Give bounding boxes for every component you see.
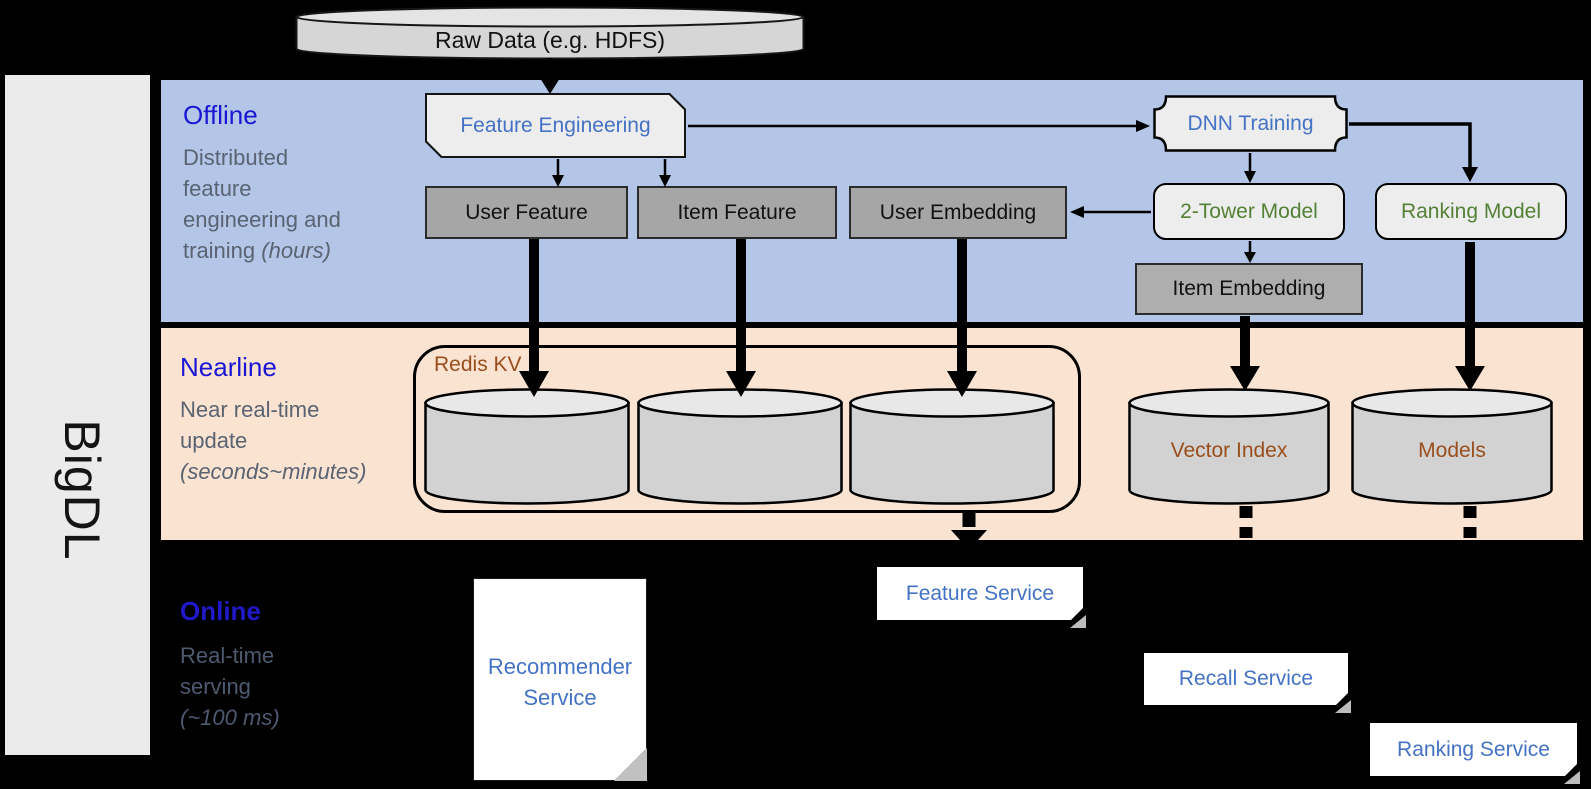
dnn-training-label: DNN Training bbox=[1187, 111, 1314, 135]
offline-desc-line3: engineering and bbox=[183, 207, 341, 232]
nearline-desc-line2: update bbox=[180, 428, 248, 453]
cylinder-shape bbox=[1351, 388, 1553, 505]
raw-data-store: Raw Data (e.g. HDFS) bbox=[295, 6, 805, 60]
redis-shard-cylinder-2 bbox=[637, 388, 843, 505]
feature-engineering-label: Feature Engineering bbox=[427, 95, 684, 156]
redis-kv-label: Redis KV bbox=[434, 353, 522, 376]
offline-title: Offline bbox=[183, 100, 258, 130]
recall-service-node: Recall Service bbox=[1144, 653, 1348, 705]
two-tower-model-node: 2-Tower Model bbox=[1153, 183, 1345, 240]
recommender-service-line1: Recommender bbox=[487, 654, 633, 679]
recommender-service-node: Recommender Service bbox=[473, 578, 647, 781]
cylinder-shape bbox=[295, 6, 805, 60]
redis-shard-cylinder-1 bbox=[424, 388, 630, 505]
nearline-title: Nearline bbox=[180, 352, 277, 382]
cylinder-shape bbox=[1128, 388, 1330, 505]
ranking-model-label: Ranking Model bbox=[1400, 199, 1542, 223]
cylinder-shape bbox=[424, 388, 630, 505]
user-feature-label: User Feature bbox=[465, 200, 588, 224]
feature-service-label: Feature Service bbox=[905, 581, 1055, 605]
online-description: Real-time serving (~100 ms) bbox=[180, 640, 420, 733]
two-tower-model-label: 2-Tower Model bbox=[1180, 199, 1318, 223]
vector-index-store: Vector Index bbox=[1128, 388, 1330, 505]
offline-desc-line2: feature bbox=[183, 176, 252, 201]
ranking-model-node: Ranking Model bbox=[1375, 183, 1567, 240]
offline-desc-line1: Distributed bbox=[183, 145, 289, 170]
nearline-desc-line1: Near real-time bbox=[180, 397, 320, 422]
nearline-desc-latency: (seconds~minutes) bbox=[180, 459, 367, 484]
redis-shard-cylinder-3 bbox=[849, 388, 1055, 505]
cylinder-shape bbox=[849, 388, 1055, 505]
ranking-service-node: Ranking Service bbox=[1370, 723, 1577, 776]
vector-index-label: Vector Index bbox=[1170, 439, 1288, 463]
offline-desc-latency: (hours) bbox=[261, 238, 331, 263]
recommender-service-label: Recommender Service bbox=[474, 651, 646, 713]
item-embedding-node: Item Embedding bbox=[1135, 263, 1363, 315]
dnn-training-node: DNN Training bbox=[1153, 95, 1348, 152]
models-store: Models bbox=[1351, 388, 1553, 505]
bigdl-logo: BigDL bbox=[54, 419, 110, 561]
plaque-shape bbox=[1153, 95, 1348, 152]
raw-data-label: Raw Data (e.g. HDFS) bbox=[434, 27, 666, 53]
online-desc-latency: (~100 ms) bbox=[180, 705, 280, 730]
user-embedding-label: User Embedding bbox=[879, 200, 1037, 224]
ranking-service-label: Ranking Service bbox=[1397, 737, 1550, 761]
online-desc-line2: serving bbox=[180, 674, 251, 699]
item-embedding-label: Item Embedding bbox=[1172, 277, 1326, 300]
models-label: Models bbox=[1418, 439, 1486, 463]
online-desc-line1: Real-time bbox=[180, 643, 275, 668]
recall-service-label: Recall Service bbox=[1178, 667, 1314, 690]
nearline-description: Near real-time update (seconds~minutes) bbox=[180, 394, 440, 487]
feature-service-node: Feature Service bbox=[877, 567, 1083, 620]
bigdl-sidebar: BigDL bbox=[5, 75, 150, 755]
user-embedding-node: User Embedding bbox=[849, 186, 1067, 239]
recommender-service-line2: Service bbox=[523, 685, 597, 710]
online-title: Online bbox=[180, 596, 261, 626]
item-feature-node: Item Feature bbox=[637, 186, 837, 239]
redis-kv-container: Redis KV bbox=[413, 345, 1081, 513]
offline-desc-line4: training bbox=[183, 238, 262, 263]
offline-description: Distributed feature engineering and trai… bbox=[183, 142, 433, 266]
item-feature-label: Item Feature bbox=[677, 200, 797, 224]
user-feature-node: User Feature bbox=[425, 186, 628, 239]
feature-engineering-node: Feature Engineering bbox=[425, 93, 686, 158]
cylinder-shape bbox=[637, 388, 843, 505]
